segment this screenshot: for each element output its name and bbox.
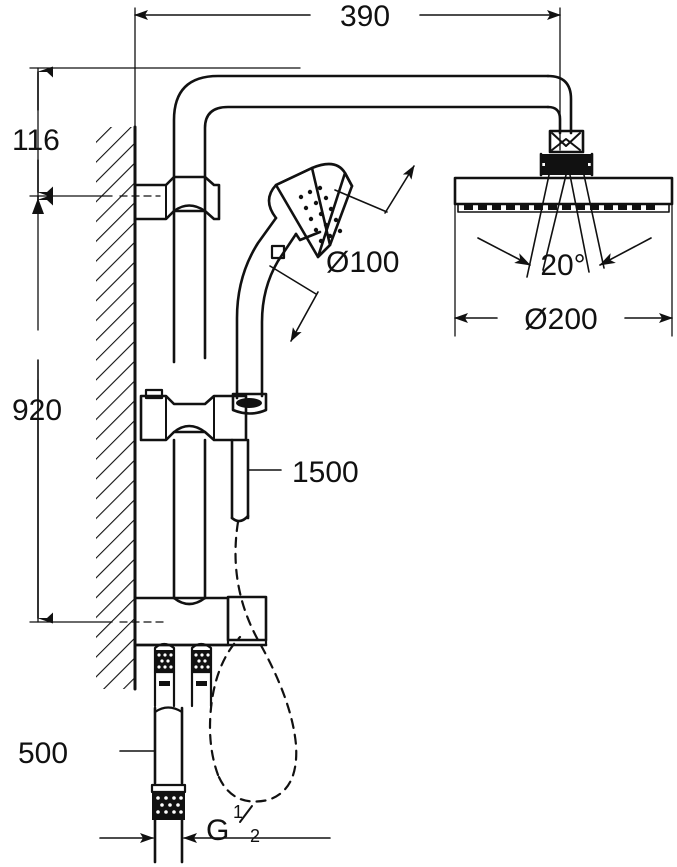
- annotation-thread-size: G 1 2: [99, 802, 331, 847]
- dimension-mixer-height: 920: [12, 359, 62, 624]
- slide-bar-holder: [139, 388, 248, 442]
- annotation-spray-angle: 20°: [477, 237, 652, 282]
- shower-arm: [546, 74, 573, 135]
- thread-label-numerator: 1: [233, 802, 243, 822]
- dimension-920-label: 920: [12, 394, 62, 427]
- dimension-arm-projection: 390: [134, 0, 561, 33]
- dimension-head-diameter: Ø200: [454, 303, 673, 336]
- riser-pipe: [172, 74, 550, 364]
- nozzle-row: [464, 205, 655, 210]
- head-shower: [453, 129, 674, 278]
- annotation-hose-length: 1500: [247, 456, 359, 489]
- hand-shower: [231, 162, 354, 415]
- annotation-lower-hose-length: 500: [18, 737, 156, 770]
- angle-20-label: 20°: [540, 249, 585, 282]
- lower-hose: [150, 706, 187, 864]
- wall-hatching: [96, 125, 137, 691]
- riser-pipe-lower: [172, 438, 207, 606]
- connection-nuts: [153, 642, 213, 708]
- dimension-116-label: 116: [12, 124, 60, 157]
- dimension-d200-label: Ø200: [524, 303, 597, 336]
- dimension-500-label: 500: [18, 737, 68, 770]
- dimension-hand-shower-diameter: Ø100: [269, 165, 415, 342]
- dimension-d100-label: Ø100: [326, 246, 399, 279]
- hand-shower-nozzles: [298, 185, 343, 244]
- hose-dashed-path: [216, 520, 298, 803]
- dimension-390-label: 390: [340, 0, 390, 33]
- dimension-bracket-offset: 116: [12, 66, 60, 214]
- dimension-1500-label: 1500: [292, 456, 359, 489]
- shower-hose: [208, 438, 298, 803]
- thermostatic-mixer: [133, 595, 268, 647]
- thread-label-denominator: 2: [250, 826, 260, 846]
- wall-bracket: [133, 175, 221, 221]
- thread-label-G: G: [206, 814, 229, 847]
